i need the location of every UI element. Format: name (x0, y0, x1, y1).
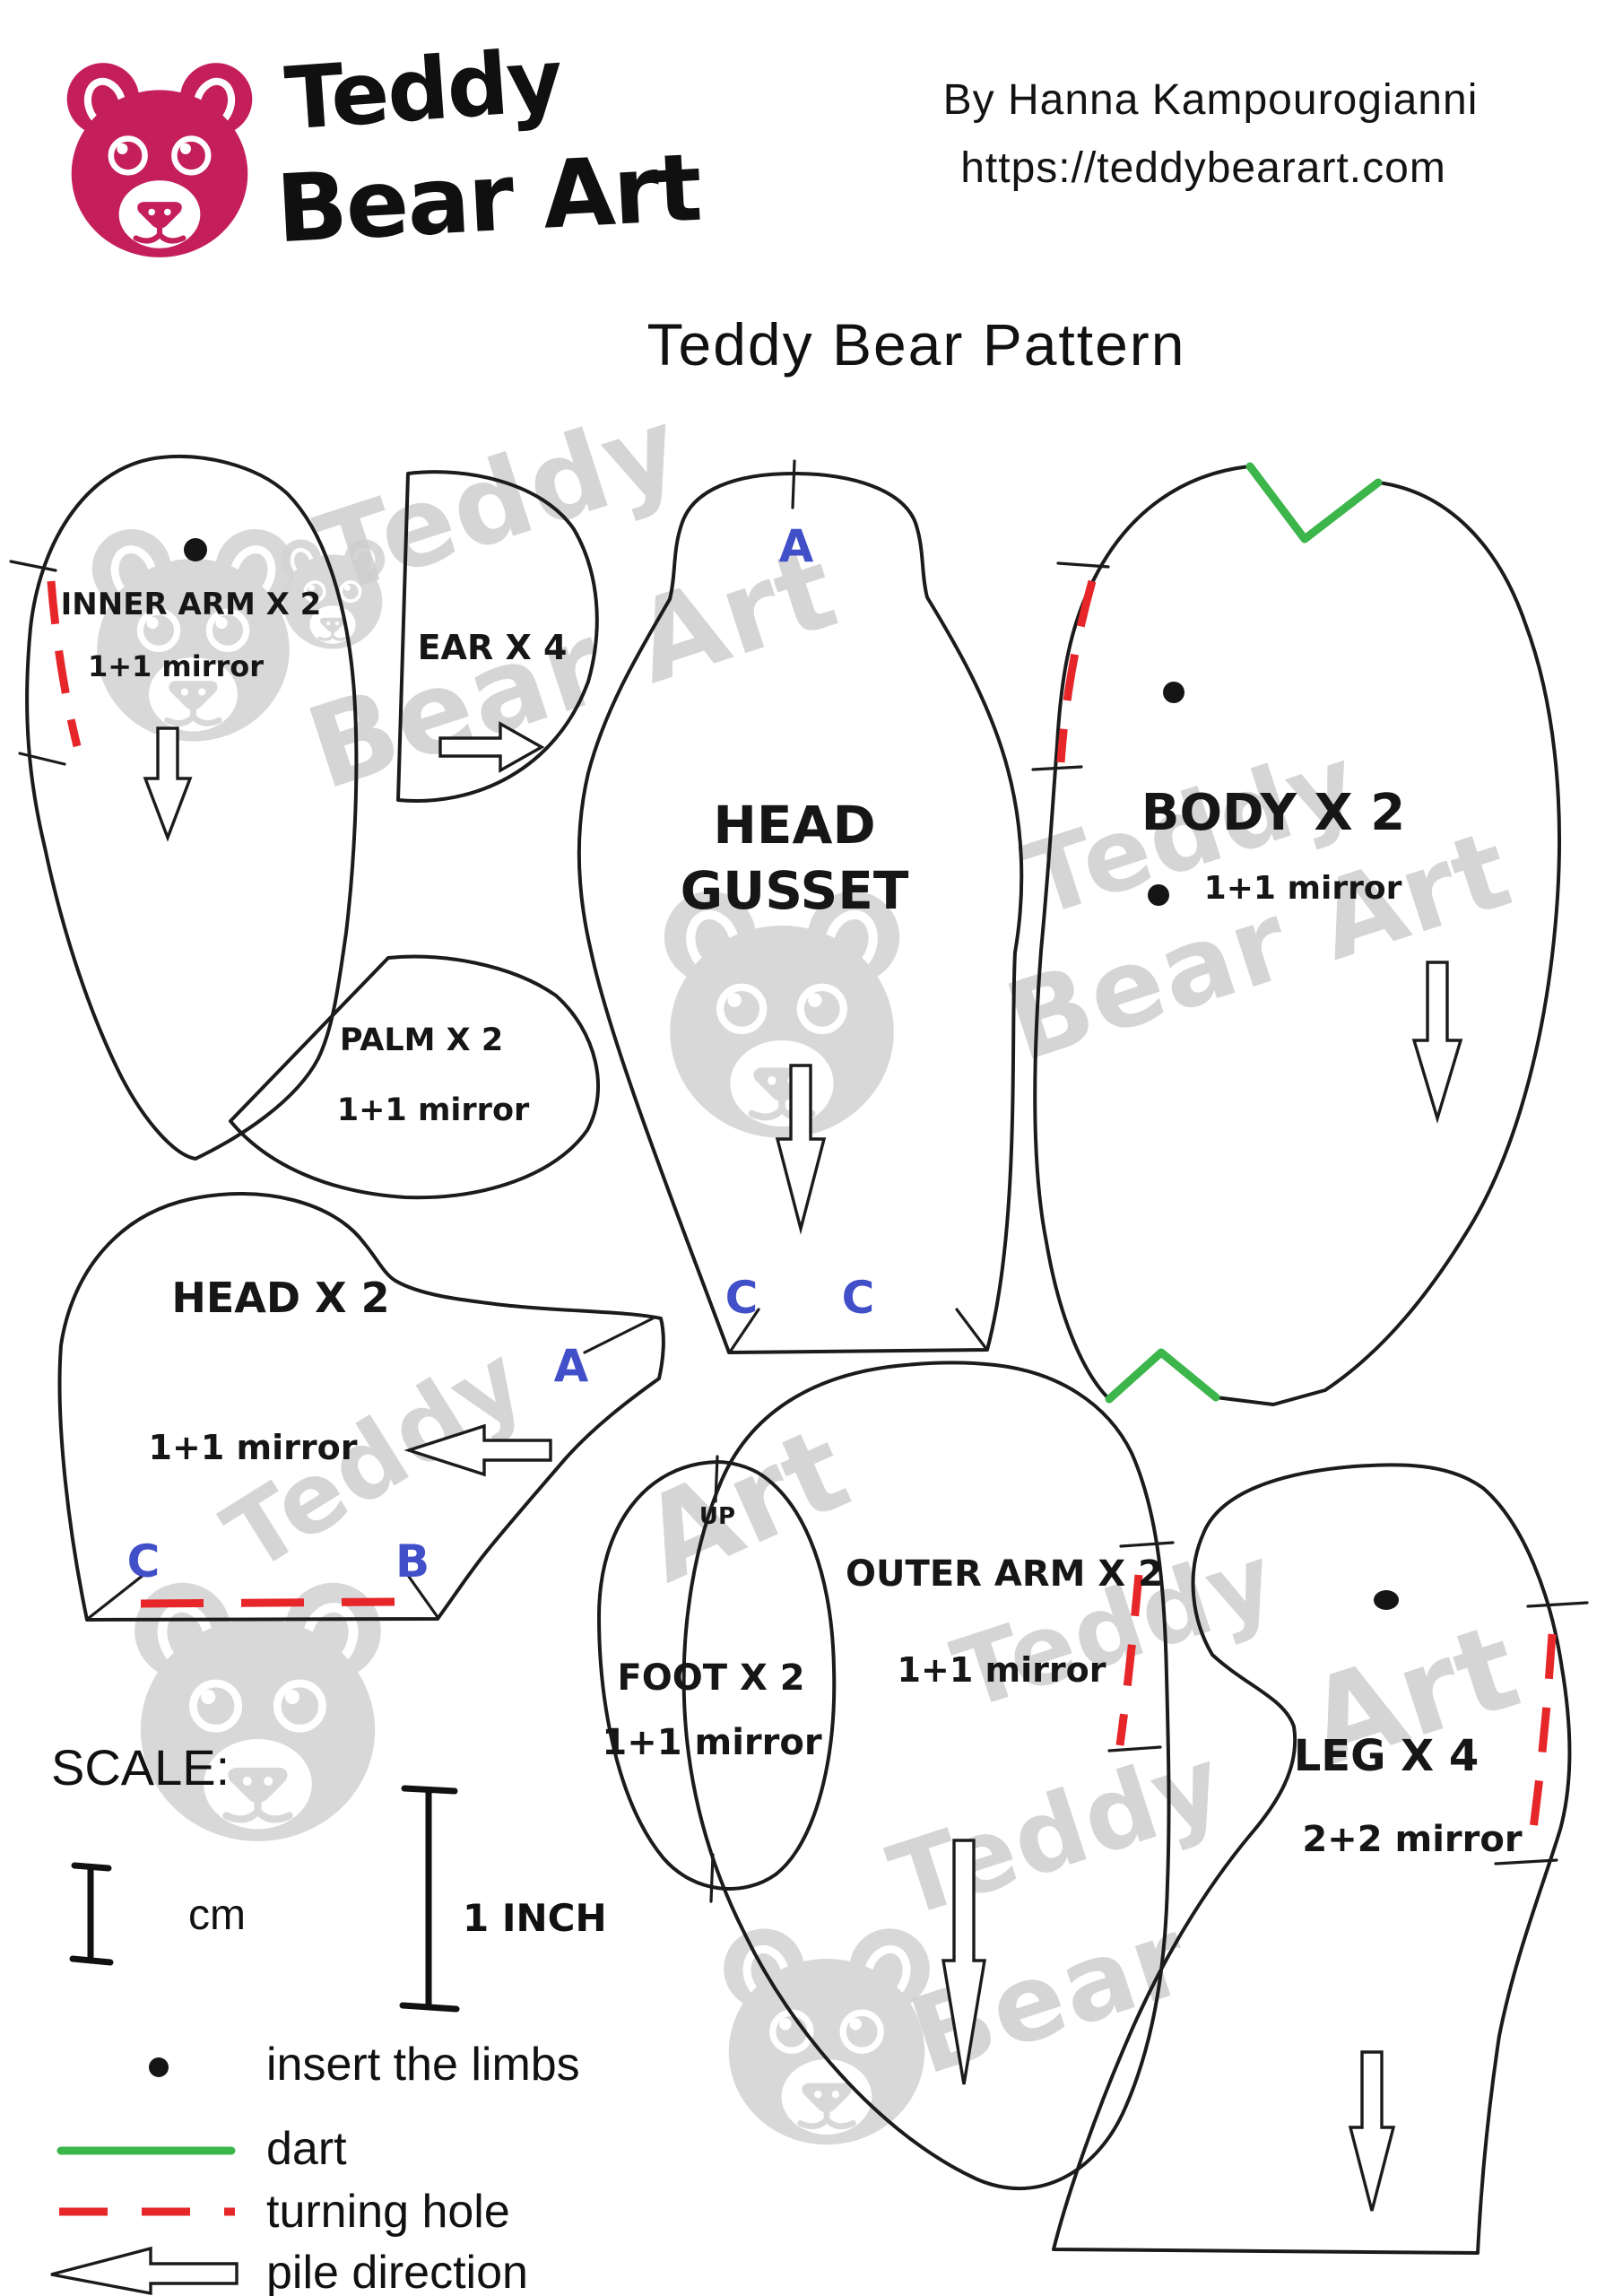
seam-tick-inner-arm-top (9, 560, 57, 572)
pile-arrow-ear (438, 721, 545, 773)
palm-outline (229, 954, 600, 1200)
gusset-marker-c-left: C (725, 1272, 759, 1324)
head-marker-b: B (395, 1535, 430, 1587)
ear-outline (396, 470, 599, 803)
legend-pile-arrow (50, 2246, 239, 2296)
page-title: Teddy Bear Pattern (646, 311, 1186, 378)
joint-dot-leg (1374, 1590, 1399, 1610)
turning-hole-inner-arm (47, 580, 82, 748)
seam-tick-foot-top (714, 1455, 719, 1503)
seam-tick-leg-bottom (1494, 1858, 1558, 1866)
dart-line-body-top (1245, 462, 1383, 544)
seam-tick-foot-bottom (709, 1853, 715, 1903)
palm-label: PALM X 2 (339, 1022, 504, 1058)
head-outline (57, 1192, 665, 1622)
inner-arm-note: 1+1 mirror (87, 649, 265, 683)
seam-tick-head-snout (583, 1317, 655, 1354)
seam-tick-gusset-top (791, 459, 796, 509)
head-gusset-outline (577, 472, 1024, 1354)
scale-inch-bar (399, 1785, 460, 2013)
pile-arrow-body (1411, 961, 1463, 1124)
legend-turning-hole-label: turning hole (266, 2186, 510, 2238)
pile-arrow-head (404, 1423, 552, 1477)
foot-label: FOOT X 2 (617, 1657, 805, 1699)
head-label: HEAD X 2 (171, 1274, 390, 1322)
website-url: https://teddybearart.com (960, 144, 1446, 192)
foot-outline (597, 1460, 837, 1891)
palm-note: 1+1 mirror (336, 1092, 530, 1128)
inner-arm-outline (25, 454, 359, 1161)
head-note: 1+1 mirror (148, 1428, 358, 1467)
outer-arm-outline (681, 1361, 1171, 2190)
gusset-marker-a: A (778, 520, 814, 572)
watermark-bear-face (269, 529, 396, 657)
turning-hole-body (1056, 579, 1097, 763)
joint-dot-inner-arm (184, 538, 207, 561)
author-byline: By Hanna Kampourogianni (942, 76, 1479, 124)
seam-tick-head-corner-c (87, 1573, 145, 1620)
joint-dot-body-upper (1163, 682, 1184, 703)
inner-arm-label: INNER ARM X 2 (60, 587, 322, 622)
gusset-marker-c-right: C (841, 1272, 875, 1324)
joint-dot-body-lower (1148, 884, 1169, 906)
pile-arrow-leg (1348, 2050, 1396, 2212)
head-marker-c: C (126, 1535, 161, 1587)
head-gusset-label: HEAD GUSSET (680, 795, 909, 921)
body-outline (1033, 465, 1561, 1406)
seam-tick-outer-arm-top (1119, 1541, 1175, 1548)
seam-tick-body-top (1056, 561, 1110, 569)
body-note: 1+1 mirror (1203, 870, 1402, 907)
turning-hole-head (140, 1597, 395, 1608)
scale-heading: SCALE: (51, 1739, 230, 1796)
seam-tick-head-corner-b (407, 1575, 439, 1619)
head-marker-a: A (553, 1340, 589, 1392)
seam-tick-gusset-bottom-right (955, 1308, 988, 1351)
pile-arrow-outer-arm (941, 1839, 987, 2085)
legend-dart-label: dart (266, 2123, 347, 2175)
teddy-bear-art-logo-icon (47, 45, 273, 271)
seam-tick-gusset-bottom-left (729, 1308, 760, 1352)
watermark-bear-face (70, 509, 317, 756)
watermark-bear-face (108, 1559, 408, 1859)
foot-note: 1+1 mirror (602, 1722, 822, 1763)
leg-outline (1052, 1463, 1572, 2255)
legend-joint-dot (149, 2057, 169, 2077)
body-label: BODY X 2 (1141, 784, 1406, 842)
seam-tick-leg-top (1526, 1601, 1589, 1608)
seam-tick-inner-arm-bottom (18, 752, 66, 766)
scale-inch-label: 1 INCH (463, 1896, 607, 1940)
brand-name-line2: Bear Art (273, 132, 703, 265)
foot-up-label: UP (699, 1503, 736, 1530)
seam-tick-outer-arm-bottom (1107, 1745, 1162, 1752)
pile-arrow-inner-arm (143, 726, 193, 842)
outer-arm-note: 1+1 mirror (897, 1650, 1106, 1690)
scale-cm-bar (69, 1862, 114, 1966)
leg-note: 2+2 mirror (1302, 1819, 1523, 1860)
turning-hole-leg (1527, 1633, 1557, 1843)
brand-name-line1: Teddy (282, 30, 565, 150)
outer-arm-label: OUTER ARM X 2 (846, 1553, 1163, 1595)
scale-cm-label: cm (188, 1892, 246, 1939)
legend-pile-direction-label: pile direction (266, 2247, 528, 2296)
leg-label: LEG X 4 (1293, 1731, 1480, 1781)
seam-tick-body-bottom (1031, 765, 1083, 771)
ear-label: EAR X 4 (417, 628, 568, 667)
watermark-bear-face (701, 1909, 952, 2160)
legend-insert-limbs-label: insert the limbs (266, 2039, 580, 2091)
dart-line-body-bottom (1105, 1348, 1220, 1404)
pile-arrow-head-gusset (775, 1064, 827, 1235)
turning-hole-outer-arm (1115, 1574, 1143, 1746)
